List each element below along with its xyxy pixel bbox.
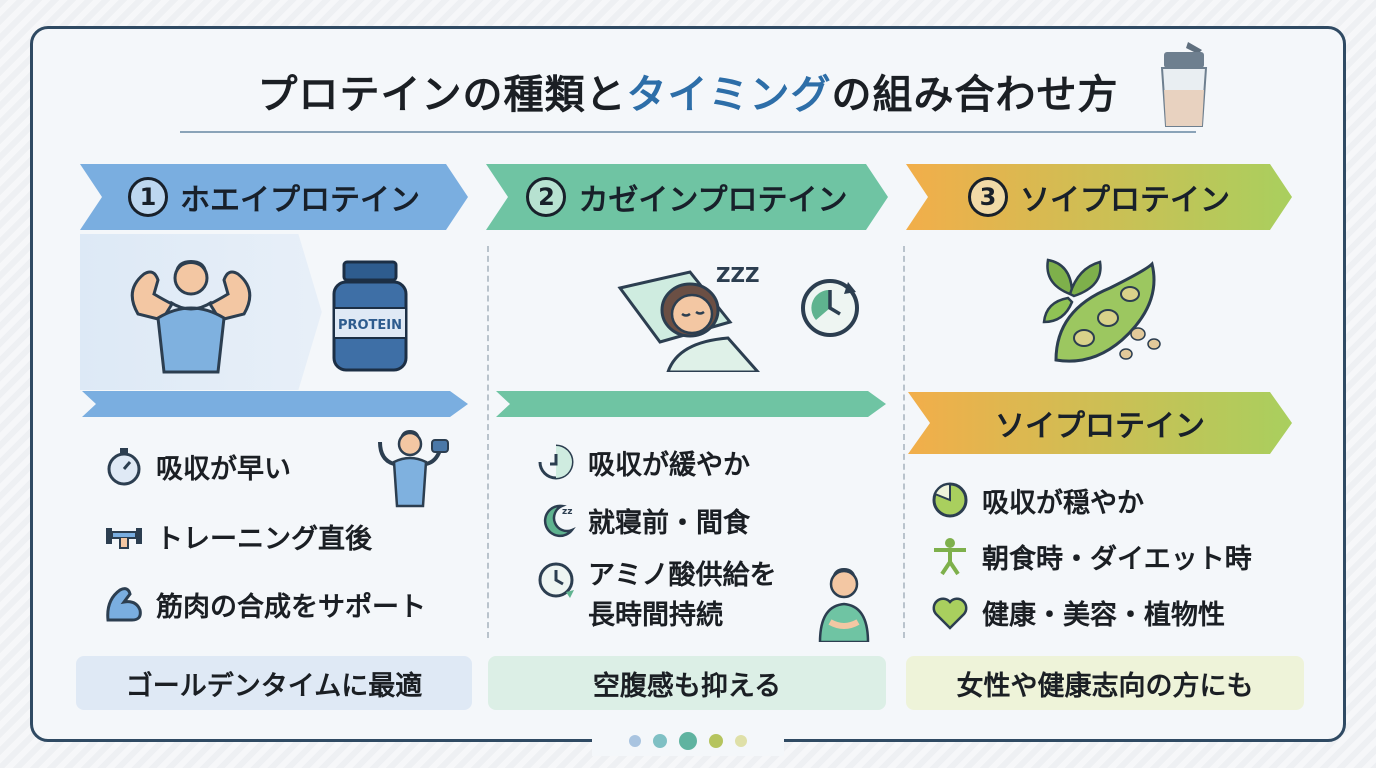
column-divider — [903, 246, 905, 638]
svg-text:zz: zz — [562, 507, 572, 517]
casein-bar — [496, 391, 886, 417]
clock-icon — [801, 279, 859, 337]
slow-timer-icon — [538, 444, 574, 480]
feature-item: 筋肉の合成をサポート — [104, 584, 426, 624]
soy-footer: 女性や健康志向の方にも — [906, 656, 1304, 710]
flexed-arm-icon — [106, 587, 142, 622]
feature-item: トレーニング直後 — [104, 516, 372, 556]
page-dot[interactable] — [735, 735, 747, 747]
page-dot[interactable] — [679, 732, 697, 750]
athlete-shaker-icon — [378, 430, 449, 508]
pie-icon — [932, 482, 968, 518]
heading-text: カゼインプロテイン — [578, 183, 848, 218]
casein-heading: 2 カゼインプロテイン — [486, 164, 888, 230]
feature-item: 朝食時・ダイエット時 — [930, 536, 1252, 576]
casein-footer: 空腹感も抑える — [488, 656, 886, 710]
number-badge: 2 — [526, 177, 566, 217]
page-dot[interactable] — [629, 735, 641, 747]
number-badge: 3 — [968, 177, 1008, 217]
clock-arrow-icon — [538, 562, 574, 598]
whey-heading: 1 ホエイプロテイン — [80, 164, 468, 230]
heart-icon — [932, 597, 968, 630]
column-divider — [487, 246, 489, 638]
shaker-bottle-icon — [1160, 42, 1208, 127]
moon-icon: zz — [543, 504, 576, 538]
whey-footer: ゴールデンタイムに最適 — [76, 656, 472, 710]
soy-heading: 3 ソイプロテイン — [906, 164, 1292, 230]
soybean-icon — [1042, 258, 1161, 363]
whey-bar — [82, 391, 468, 417]
jar-label: PROTEIN — [338, 318, 402, 333]
sleeping-woman-icon: ZZZ — [617, 263, 761, 372]
feature-item: 吸収が穏やか — [930, 480, 1144, 520]
soy-subheading: ソイプロテイン — [908, 392, 1292, 454]
feature-item: zz 就寝前・間食 — [536, 500, 750, 540]
protein-jar-icon: PROTEIN — [332, 260, 408, 372]
heading-text: ホエイプロテイン — [180, 183, 420, 218]
stopwatch-icon — [107, 448, 141, 486]
feature-item: 吸収が早い — [104, 446, 291, 486]
page-dot[interactable] — [653, 734, 667, 748]
page-indicator — [592, 726, 784, 756]
feature-item: アミノ酸供給を長時間持続 — [536, 556, 776, 636]
muscle-man-icon — [130, 260, 252, 374]
title-divider — [180, 131, 1196, 133]
dumbbell-icon — [106, 528, 142, 549]
page-title: プロテインの種類とタイミングの組み合わせ方 — [257, 72, 1119, 118]
full-person-icon — [818, 568, 870, 642]
feature-item: 吸収が緩やか — [536, 442, 750, 482]
heading-text: ソイプロテイン — [1020, 183, 1230, 218]
body-stretch-icon — [934, 538, 966, 576]
number-badge: 1 — [128, 177, 168, 217]
feature-item: 健康・美容・植物性 — [930, 592, 1225, 632]
page-dot[interactable] — [709, 734, 723, 748]
sleep-zzz: ZZZ — [716, 263, 760, 287]
